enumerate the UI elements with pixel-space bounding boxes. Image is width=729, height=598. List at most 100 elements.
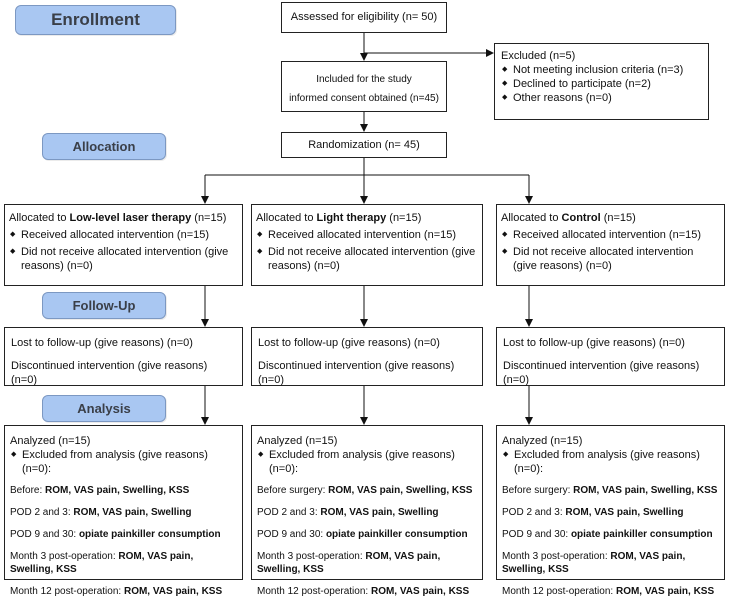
stage-allocation: Allocation [42, 133, 166, 160]
measure-values: ROM, VAS pain, Swelling [73, 507, 192, 518]
measure-label: POD 9 and 30: [10, 529, 79, 540]
allocation-box-arm1: Allocated to Low-level laser therapy (n=… [4, 204, 243, 286]
not-received-item: Did not receive allocated intervention (… [501, 245, 720, 273]
measure-before: Before surgery: ROM, VAS pain, Swelling,… [257, 484, 477, 497]
measure-label: Month 12 post-operation: [10, 586, 124, 597]
excluded-analysis-text: Excluded from analysis (give reasons) (n… [10, 448, 237, 476]
allocation-label: Allocated to Light therapy (n=15) [256, 211, 478, 225]
measure-values: ROM, VAS pain, Swelling [565, 507, 684, 518]
stage-followup: Follow-Up [42, 292, 166, 319]
followup-box-arm3: Lost to follow-up (give reasons) (n=0) D… [496, 327, 725, 386]
allocation-count: (n=15) [386, 212, 422, 224]
allocation-prefix: Allocated to [9, 212, 70, 224]
excluded-item: Other reasons (n=0) [501, 91, 702, 105]
measure-label: POD 9 and 30: [257, 529, 326, 540]
analyzed-text: Analyzed (n=15) [10, 435, 91, 447]
followup-box-arm1: Lost to follow-up (give reasons) (n=0) D… [4, 327, 243, 386]
stage-enrollment: Enrollment [15, 5, 176, 35]
excluded-analysis-text: Excluded from analysis (give reasons) (n… [502, 448, 719, 476]
measure-pod23: POD 2 and 3: ROM, VAS pain, Swelling [502, 506, 719, 519]
measure-values: ROM, VAS pain, Swelling, KSS [10, 551, 194, 575]
excluded-item: Not meeting inclusion criteria (n=3) [501, 63, 702, 77]
measure-pod23: POD 2 and 3: ROM, VAS pain, Swelling [10, 506, 237, 519]
measure-month12: Month 12 post-operation: ROM, VAS pain, … [502, 585, 719, 598]
excluded-box: Excluded (n=5) Not meeting inclusion cri… [494, 43, 709, 120]
received-item: Received allocated intervention (n=15) [501, 228, 720, 242]
allocation-arm-name: Control [561, 212, 601, 224]
assessed-box: Assessed for eligibility (n= 50) [281, 2, 447, 33]
analysis-box-arm3: Analyzed (n=15) Excluded from analysis (… [496, 425, 725, 597]
randomization-box: Randomization (n= 45) [281, 132, 447, 158]
followup-box-arm2: Lost to follow-up (give reasons) (n=0) D… [251, 327, 483, 386]
allocation-arm-name: Light therapy [316, 212, 387, 224]
allocation-label: Allocated to Low-level laser therapy (n=… [9, 211, 238, 225]
measure-label: POD 9 and 30: [502, 529, 571, 540]
measure-values: ROM, VAS pain, KSS [123, 586, 223, 597]
included-line1: Included for the study [316, 74, 412, 85]
measure-month12: Month 12 post-operation: ROM, VAS pain, … [10, 585, 237, 598]
discontinued-text: Discontinued intervention (give reasons)… [503, 360, 700, 386]
allocation-label: Allocated to Control (n=15) [501, 211, 720, 225]
lost-followup-text: Lost to follow-up (give reasons) (n=0) [258, 337, 440, 349]
included-line2: informed consent obtained (n=45) [289, 93, 439, 104]
not-received-item: Did not receive allocated intervention (… [9, 245, 238, 273]
discontinued-text: Discontinued intervention (give reasons)… [11, 360, 208, 386]
measure-values: ROM, VAS pain, KSS [615, 586, 715, 597]
measure-values: ROM, VAS pain, Swelling, KSS [573, 485, 718, 496]
measure-values: ROM, VAS pain, Swelling, KSS [328, 485, 473, 496]
allocation-arm-name: Low-level laser therapy [69, 212, 192, 224]
stage-analysis: Analysis [42, 395, 166, 422]
measure-month3: Month 3 post-operation: ROM, VAS pain, S… [10, 550, 237, 576]
measure-pod930: POD 9 and 30: opiate painkiller consumpt… [10, 528, 237, 541]
measure-label: Month 12 post-operation: [502, 586, 616, 597]
allocation-box-arm3: Allocated to Control (n=15) Received all… [496, 204, 725, 286]
measure-label: Before surgery: [257, 485, 329, 496]
analysis-box-arm2: Analyzed (n=15) Excluded from analysis (… [251, 425, 483, 597]
measure-values: ROM, VAS pain, Swelling, KSS [502, 551, 686, 575]
measure-values: ROM, VAS pain, Swelling [320, 507, 439, 518]
measure-pod930: POD 9 and 30: opiate painkiller consumpt… [257, 528, 477, 541]
allocation-prefix: Allocated to [256, 212, 317, 224]
measure-month3: Month 3 post-operation: ROM, VAS pain, S… [257, 550, 477, 576]
measure-values: opiate painkiller consumption [325, 529, 468, 540]
measure-label: Month 3 post-operation: [257, 551, 366, 562]
measure-label: Month 12 post-operation: [257, 586, 371, 597]
allocation-box-arm2: Allocated to Light therapy (n=15) Receiv… [251, 204, 483, 286]
randomization-text: Randomization (n= 45) [308, 139, 420, 151]
included-box: Included for the study informed consent … [281, 61, 447, 112]
measure-month12: Month 12 post-operation: ROM, VAS pain, … [257, 585, 477, 598]
measure-label: Before surgery: [502, 485, 574, 496]
measure-before: Before surgery: ROM, VAS pain, Swelling,… [502, 484, 719, 497]
measure-pod23: POD 2 and 3: ROM, VAS pain, Swelling [257, 506, 477, 519]
measure-pod930: POD 9 and 30: opiate painkiller consumpt… [502, 528, 719, 541]
analyzed-text: Analyzed (n=15) [257, 435, 338, 447]
measure-label: Month 3 post-operation: [502, 551, 611, 562]
discontinued-text: Discontinued intervention (give reasons)… [258, 360, 455, 386]
analyzed-text: Analyzed (n=15) [502, 435, 583, 447]
excluded-item: Declined to participate (n=2) [501, 77, 702, 91]
measure-label: Before: [10, 485, 46, 496]
lost-followup-text: Lost to follow-up (give reasons) (n=0) [503, 337, 685, 349]
measure-before: Before: ROM, VAS pain, Swelling, KSS [10, 484, 237, 497]
excluded-analysis-text: Excluded from analysis (give reasons) (n… [257, 448, 477, 476]
measure-values: ROM, VAS pain, KSS [370, 586, 470, 597]
flow-connectors [201, 33, 533, 425]
measure-values: opiate painkiller consumption [570, 529, 713, 540]
measure-values: opiate painkiller consumption [78, 529, 221, 540]
measure-label: POD 2 and 3: [257, 507, 321, 518]
measure-values: ROM, VAS pain, Swelling, KSS [45, 485, 190, 496]
assessed-text: Assessed for eligibility (n= 50) [290, 11, 438, 23]
allocation-count: (n=15) [600, 212, 636, 224]
allocation-count: (n=15) [191, 212, 227, 224]
measure-label: POD 2 and 3: [10, 507, 74, 518]
allocation-prefix: Allocated to [501, 212, 562, 224]
not-received-item: Did not receive allocated intervention (… [256, 245, 478, 273]
received-item: Received allocated intervention (n=15) [9, 228, 238, 242]
measure-label: Month 3 post-operation: [10, 551, 119, 562]
measure-label: POD 2 and 3: [502, 507, 566, 518]
lost-followup-text: Lost to follow-up (give reasons) (n=0) [11, 337, 193, 349]
measure-month3: Month 3 post-operation: ROM, VAS pain, S… [502, 550, 719, 576]
received-item: Received allocated intervention (n=15) [256, 228, 478, 242]
excluded-title: Excluded (n=5) [501, 50, 576, 62]
analysis-box-arm1: Analyzed (n=15) Excluded from analysis (… [4, 425, 243, 597]
